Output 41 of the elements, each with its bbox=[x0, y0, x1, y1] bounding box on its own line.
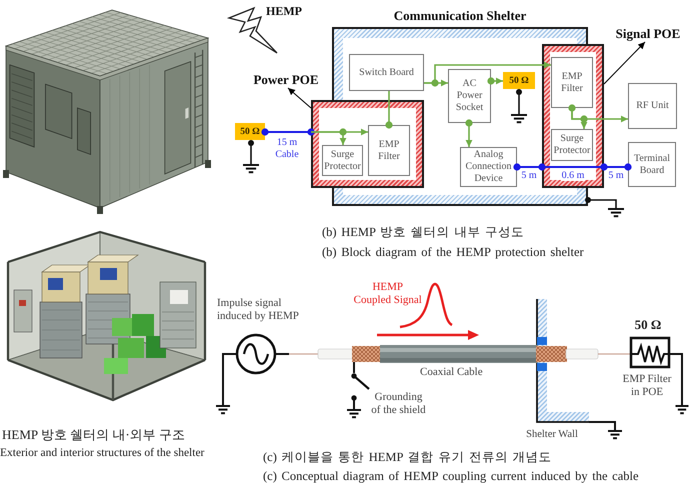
component-box: EMP Filter bbox=[368, 125, 410, 176]
cable-line bbox=[513, 163, 546, 171]
figure-caption: (c) Conceptual diagram of HEMP coupling current induced by the cable bbox=[263, 468, 639, 483]
connector-line bbox=[385, 91, 393, 129]
component-box: Analog Connection Device bbox=[460, 147, 517, 187]
figure-caption: (c) 케이블을 통한 HEMP 결합 유기 전류의 개념도 bbox=[263, 449, 552, 465]
value-label: 50 Ω bbox=[634, 317, 662, 333]
component-box: AC Power Socket bbox=[448, 69, 491, 123]
leader-arrow bbox=[604, 42, 646, 84]
component-box: EMP Filter bbox=[551, 57, 593, 108]
annotation-text: Impulse signal induced by HEMP bbox=[217, 297, 300, 323]
annotation-text: Grounding of the shield bbox=[370, 391, 427, 417]
figure-caption: (b) Block diagram of the HEMP protection shelter bbox=[322, 244, 584, 260]
leader-arrow bbox=[288, 88, 312, 108]
component-box: Switch Board bbox=[349, 54, 424, 91]
edge-label: 5 m bbox=[521, 170, 537, 181]
component-box: RF Unit bbox=[628, 83, 677, 129]
poe-enclosure bbox=[542, 44, 604, 188]
component-box: Surge Protector bbox=[322, 145, 363, 176]
component-box: Terminal Board bbox=[628, 142, 676, 187]
cable-line bbox=[261, 128, 315, 136]
annotation-text: HEMP Coupled Signal bbox=[353, 281, 422, 307]
component-box: Surge Protector bbox=[551, 129, 593, 161]
poe-enclosure bbox=[311, 100, 424, 188]
cable-line bbox=[600, 163, 632, 171]
annotation-text: EMP Filter in POE bbox=[622, 373, 672, 399]
arrow bbox=[311, 131, 346, 145]
arrow bbox=[424, 62, 551, 84]
figure-caption: (b) HEMP 방호 쉘터의 내부 구성도 bbox=[322, 224, 524, 240]
figure-caption: HEMP 방호 쉘터의 내·외부 구조 bbox=[2, 427, 185, 443]
shelter-title: Communication Shelter bbox=[392, 8, 528, 24]
impedance-box: 50 Ω bbox=[503, 72, 535, 89]
callout-label: Power POE bbox=[250, 71, 322, 88]
callout-label: Signal POE bbox=[612, 25, 684, 42]
length-label: 0.6 m bbox=[561, 170, 585, 181]
edge-label: 5 m bbox=[608, 170, 624, 181]
annotation-text: Coaxial Cable bbox=[420, 366, 483, 378]
text-label: HEMP bbox=[266, 4, 302, 19]
figure-caption: Exterior and interior structures of the shelter bbox=[0, 446, 204, 460]
impedance-box: 50 Ω bbox=[235, 123, 265, 140]
annotation-text: Shelter Wall bbox=[525, 429, 579, 440]
